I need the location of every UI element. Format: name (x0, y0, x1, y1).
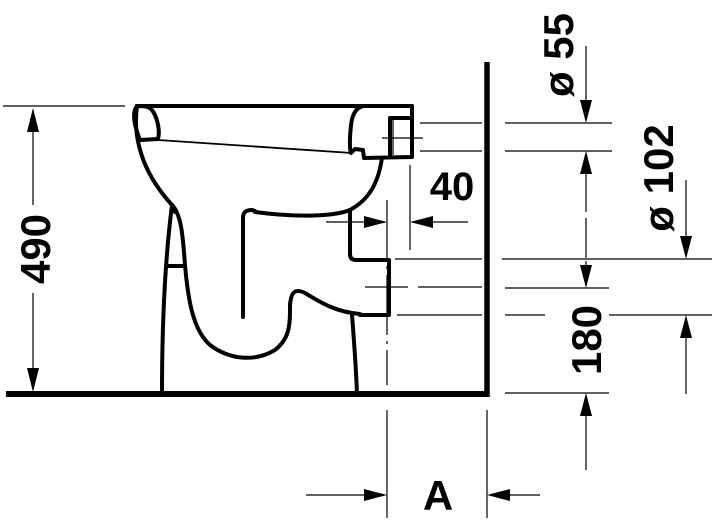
dim-label-40: 40 (430, 165, 475, 209)
trap-inner (241, 208, 257, 319)
extension-lines (3, 105, 712, 518)
dim-label-a: A (423, 472, 453, 519)
dim-outlet-102: ø 102 (580, 124, 692, 288)
pedestal-front (160, 203, 174, 395)
dim-label-102: ø 102 (635, 124, 682, 231)
rim-top (135, 104, 414, 120)
rim-right (347, 104, 414, 160)
dim-offset-40: 40 (326, 165, 474, 228)
seat-line (157, 139, 353, 154)
dim-label-490: 490 (12, 214, 59, 284)
dim-inlet-55: ø 55 (535, 13, 592, 212)
outlet-spigot (348, 208, 391, 317)
dim-label-55: ø 55 (535, 13, 582, 97)
dim-height-180: 180 (563, 305, 692, 470)
dim-label-180: 180 (563, 305, 610, 375)
bowl-outer (133, 104, 177, 214)
pedestal-front-inner (170, 203, 362, 360)
bowl-front-curve (253, 156, 384, 218)
floor-and-wall (6, 62, 490, 397)
dim-wall-a: A (306, 472, 540, 519)
toilet-body (132, 104, 414, 395)
pedestal-back (350, 313, 359, 395)
dim-height-490: 490 (12, 108, 59, 392)
